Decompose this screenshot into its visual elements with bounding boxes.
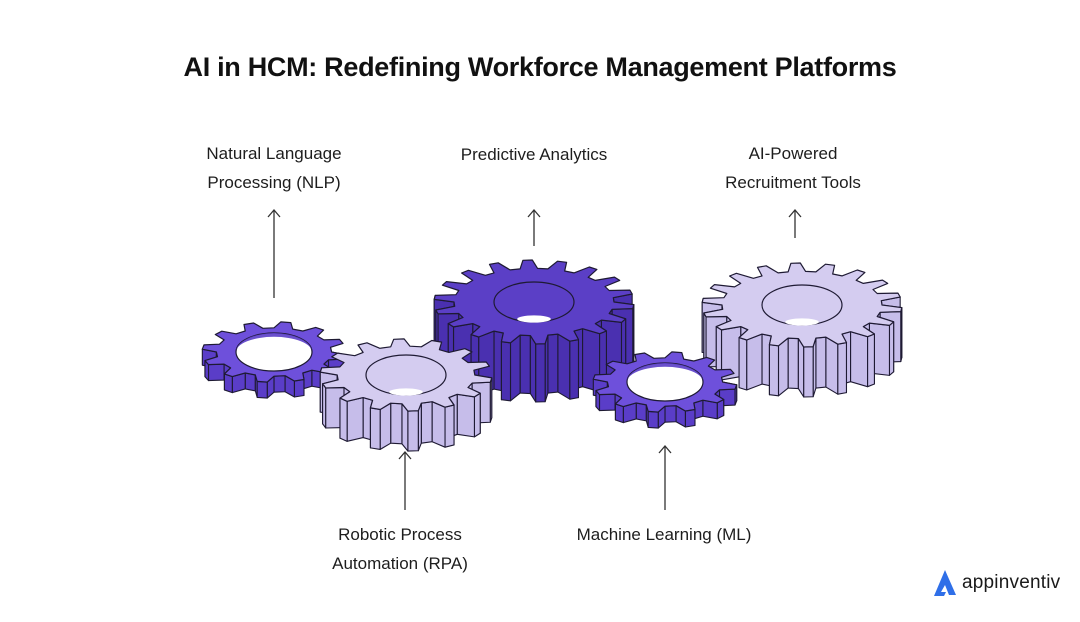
arrow-recruitment — [788, 209, 802, 238]
gear-side-face — [339, 397, 348, 442]
label-recruitment-tools: AI-Powered Recruitment Tools — [683, 139, 903, 197]
gear-side-face — [635, 402, 647, 422]
label-predictive-line-1: Predictive Analytics — [460, 145, 608, 164]
arrow-rpa — [398, 451, 412, 510]
gear-recruitment — [701, 262, 903, 398]
gear-side-face — [803, 346, 814, 398]
gear-side-face — [519, 334, 531, 395]
appinventiv-logo: appinventiv — [932, 568, 1060, 598]
gear-hole-opening — [517, 315, 551, 323]
label-nlp-line-2: Processing (NLP) — [207, 173, 341, 192]
gear-side-face — [456, 393, 475, 438]
gear-side-face — [369, 407, 381, 451]
gear-rpa — [319, 338, 493, 452]
logo-text: appinventiv — [962, 572, 1061, 593]
gear-side-face — [509, 334, 521, 402]
gear-hole-inner-wall — [236, 333, 312, 352]
gear-side-face — [815, 336, 827, 389]
gear-hole-opening — [785, 318, 819, 326]
gear-side-face — [768, 344, 780, 397]
label-ml-line-1: Machine Learning (ML) — [576, 525, 752, 544]
arrow-ml — [658, 445, 672, 510]
gear-side-face — [647, 410, 659, 429]
gear-side-face — [825, 336, 839, 395]
gear-hole-opening — [389, 388, 423, 396]
gear-side-face — [664, 405, 677, 423]
gear-side-face — [500, 341, 512, 402]
gear-side-face — [444, 404, 455, 448]
gear-side-face — [293, 378, 305, 398]
label-rpa-line-1: Robotic Process — [338, 525, 462, 544]
gear-side-face — [256, 380, 268, 399]
gear-side-face — [888, 321, 895, 376]
gear-side-face — [684, 408, 696, 428]
label-rpa-line-2: Automation (RPA) — [332, 554, 468, 573]
gear-side-face — [867, 333, 875, 388]
gear-hole-inner-wall — [627, 363, 703, 382]
arrow-predictive — [527, 209, 541, 246]
gear-side-face — [407, 410, 419, 452]
gear-side-face — [598, 393, 616, 412]
gear-side-face — [390, 402, 403, 445]
gear-side-face — [547, 333, 559, 394]
label-recruitment-line-2: Recruitment Tools — [725, 173, 861, 192]
gear-side-face — [787, 337, 799, 390]
label-predictive-analytics: Predictive Analytics — [424, 140, 644, 169]
gear-side-face — [569, 339, 580, 400]
gear-side-face — [850, 331, 869, 388]
label-rpa: Robotic Process Automation (RPA) — [300, 520, 500, 578]
gear-side-face — [420, 401, 433, 444]
gear-side-face — [837, 342, 848, 395]
gear-side-face — [535, 343, 546, 403]
gear-side-face — [431, 401, 446, 448]
gear-side-face — [738, 337, 748, 391]
gear-side-face — [777, 337, 789, 397]
gear-side-face — [557, 333, 571, 400]
gear-side-face — [244, 372, 256, 392]
appinventiv-logo-icon — [934, 570, 956, 596]
gear-side-face — [379, 402, 392, 451]
gear-side-face — [746, 333, 763, 391]
gear-side-face — [797, 338, 805, 398]
gear-side-face — [529, 335, 537, 403]
gear-ml — [592, 351, 738, 429]
gear-side-face — [473, 392, 481, 438]
page-title: AI in HCM: Redefining Workforce Manageme… — [183, 52, 897, 82]
gear-side-face — [273, 375, 286, 393]
label-ml: Machine Learning (ML) — [544, 520, 784, 549]
gear-side-face — [207, 363, 225, 382]
gear-side-face — [346, 397, 364, 442]
label-nlp: Natural Language Processing (NLP) — [174, 139, 374, 197]
label-nlp-line-1: Natural Language — [206, 144, 342, 163]
arrow-nlp — [267, 209, 281, 298]
label-recruitment-line-1: AI-Powered — [748, 144, 838, 163]
